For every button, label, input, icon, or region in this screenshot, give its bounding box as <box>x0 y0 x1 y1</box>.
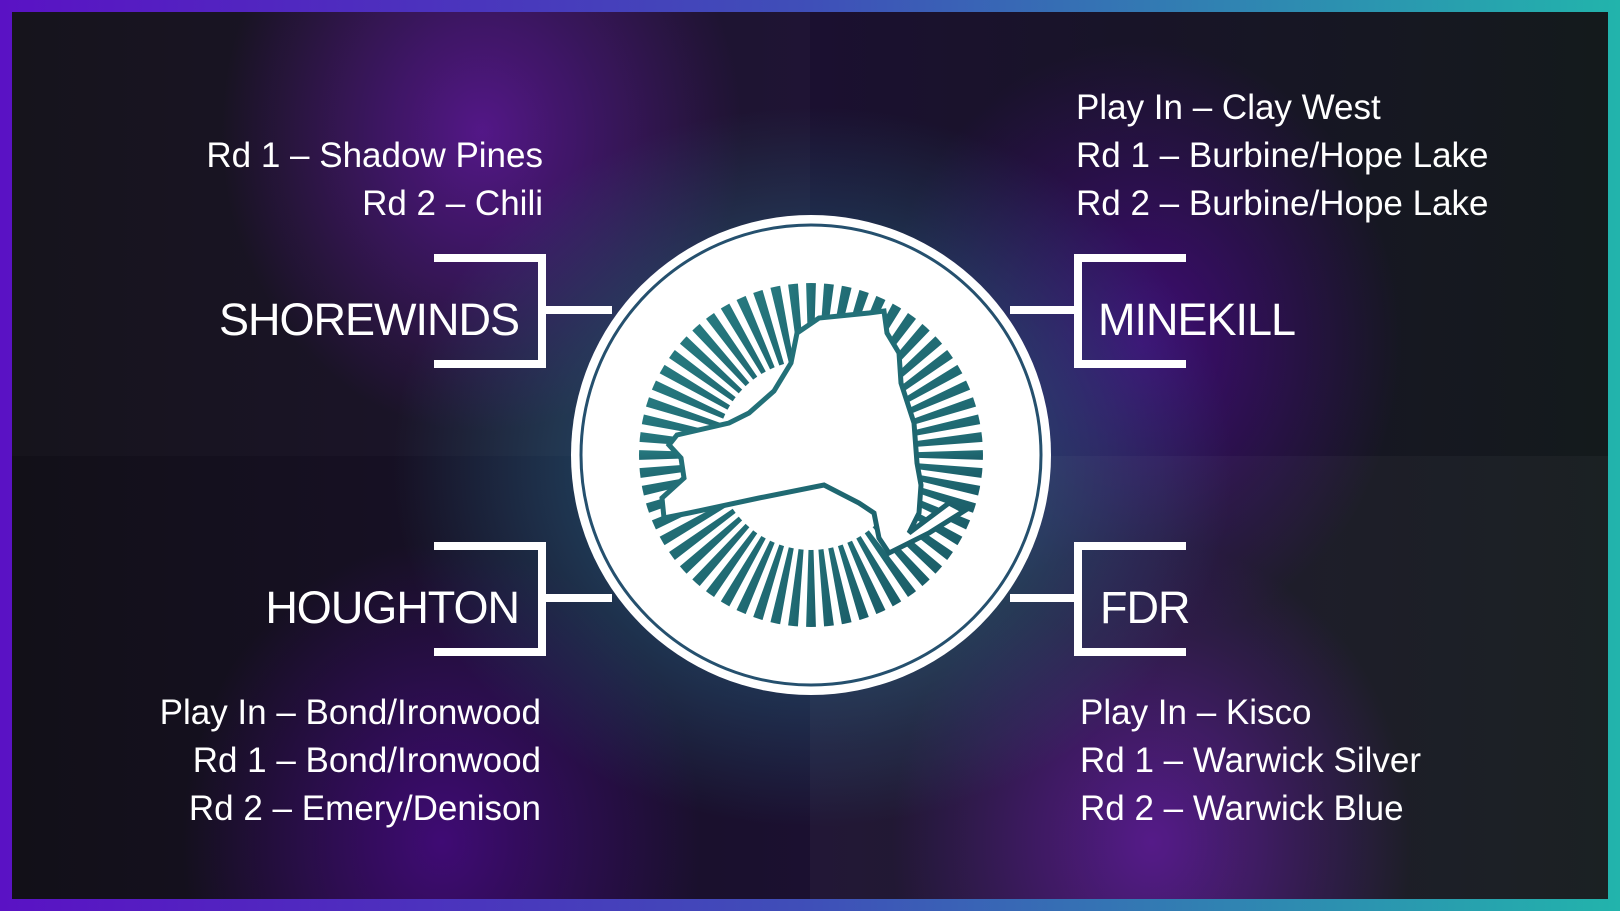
path-line: Rd 2 – Warwick Blue <box>1080 789 1404 828</box>
minekill-path: Play In – Clay West Rd 1 – Burbine/Hope … <box>1076 84 1489 228</box>
houghton-path: Play In – Bond/Ironwood Rd 1 – Bond/Iron… <box>160 689 541 833</box>
team-minekill: MINEKILL <box>1098 294 1296 345</box>
team-shorewinds: SHOREWINDS <box>218 294 520 345</box>
fdr-path: Play In – Kisco Rd 1 – Warwick Silver Rd… <box>1080 689 1421 833</box>
path-line: Rd 1 – Shadow Pines <box>206 136 543 175</box>
bracket-graphic: Rd 1 – Shadow Pines Rd 2 – Chili SHOREWI… <box>12 12 1608 899</box>
path-line: Rd 1 – Burbine/Hope Lake <box>1076 136 1489 175</box>
sunburst-ray <box>806 475 816 627</box>
new-york-state-shape <box>659 308 969 557</box>
team-houghton: HOUGHTON <box>265 582 520 633</box>
path-line: Rd 1 – Bond/Ironwood <box>192 741 541 780</box>
path-line: Play In – Kisco <box>1080 693 1312 732</box>
path-line: Rd 2 – Chili <box>362 184 543 223</box>
path-line: Play In – Bond/Ironwood <box>159 693 541 732</box>
path-line: Rd 2 – Burbine/Hope Lake <box>1076 184 1489 223</box>
new-york-sunburst-logo-icon <box>571 215 1051 695</box>
path-line: Play In – Clay West <box>1076 88 1381 127</box>
shorewinds-path: Rd 1 – Shadow Pines Rd 2 – Chili <box>206 132 543 228</box>
team-fdr: FDR <box>1100 582 1190 633</box>
path-line: Rd 2 – Emery/Denison <box>188 789 541 828</box>
path-line: Rd 1 – Warwick Silver <box>1080 741 1421 780</box>
